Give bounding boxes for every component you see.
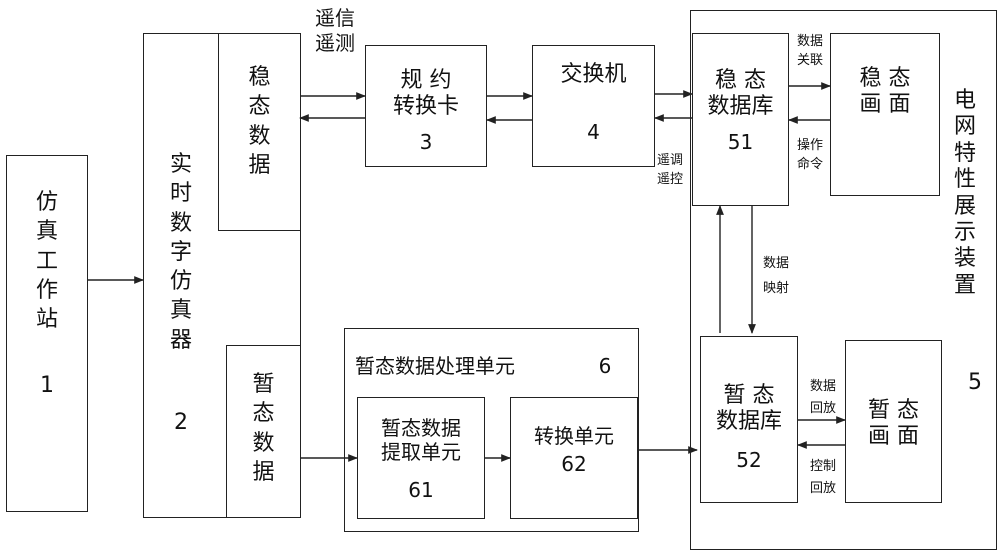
steady-screen-label: 稳 态 画 面 [859, 66, 911, 118]
steady-db-number: 51 [727, 130, 754, 154]
transient-db-box [700, 336, 798, 503]
steady-screen-box [830, 33, 940, 196]
protocol-card-box [365, 45, 487, 167]
op-cmd-label: 操作 命令 [796, 138, 823, 172]
sim-workstation-number: 1 [40, 373, 54, 398]
transient-unit-title: 暂态数据处理单元 [355, 354, 515, 378]
steady-db-label: 稳 态 数据库 [707, 68, 774, 120]
transient-data-box [226, 345, 301, 518]
transient-unit-box [344, 328, 639, 532]
data-map-label: 数据 映射 [762, 256, 789, 296]
switch-label: 交换机 [560, 62, 627, 87]
transient-unit-number: 6 [598, 354, 612, 378]
data-replay-label: 数据 回放 [809, 379, 836, 417]
transient-db-label: 暂 态 数据库 [715, 383, 782, 435]
display-device-number: 5 [968, 370, 982, 395]
transient-screen-label: 暂 态 画 面 [868, 398, 919, 450]
convert-unit-box [510, 397, 638, 519]
data-link-label: 数据 关联 [796, 34, 823, 68]
ctrl-replay-label: 控制 回放 [809, 459, 836, 497]
remote-ctrl-label: 遥调 遥控 [656, 153, 683, 187]
rt-simulator-label: 实 时 数 字 仿 真 器 [169, 152, 192, 353]
protocol-card-label: 规 约 转换卡 [392, 68, 459, 120]
steady-db-box [692, 33, 789, 206]
display-device-box [690, 10, 997, 550]
transient-screen-box [845, 340, 942, 503]
protocol-card-number: 3 [419, 130, 433, 154]
switch-box [532, 45, 655, 167]
extract-unit-box [357, 397, 485, 519]
extract-unit-number: 61 [408, 478, 434, 502]
transient-data-label: 暂 态 数 据 [252, 372, 275, 485]
steady-data-label: 稳 态 数 据 [248, 65, 271, 178]
sim-workstation-box [6, 155, 88, 512]
steady-data-box [218, 33, 301, 231]
transient-db-number: 52 [736, 448, 762, 472]
rt-simulator-number: 2 [174, 410, 188, 435]
convert-unit-label: 转换单元 [534, 424, 614, 448]
convert-unit-number: 62 [561, 452, 587, 476]
switch-number: 4 [587, 120, 600, 144]
extract-unit-label: 暂态数据 提取单元 [381, 416, 461, 464]
display-device-label: 电 网 特 性 展 示 装 置 [953, 88, 976, 298]
telesignal-label: 遥信 遥测 [315, 6, 355, 55]
sim-workstation-label: 仿 真 工 作 站 [35, 190, 58, 332]
